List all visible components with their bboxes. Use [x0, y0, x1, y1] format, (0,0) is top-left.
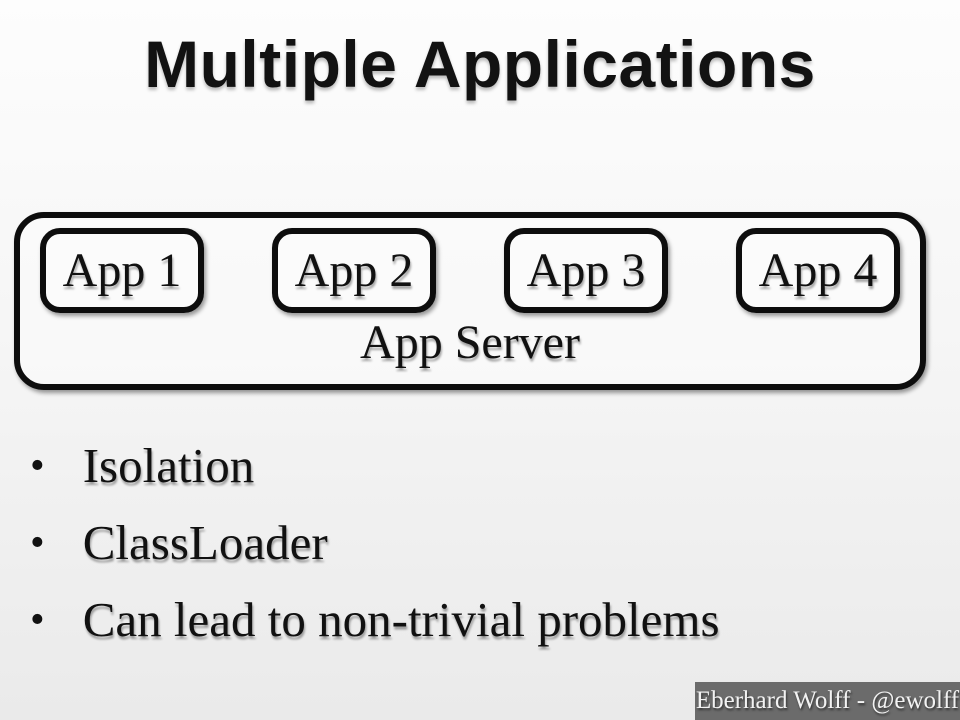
app-box-1: App 1	[40, 228, 204, 313]
app-row: App 1 App 2 App 3 App 4	[20, 218, 920, 313]
attribution-text: Eberhard Wolff - @ewolff	[695, 687, 960, 714]
bullet-dot-icon: •	[30, 519, 45, 566]
app-box-4-label: App 4	[758, 244, 878, 297]
app-server-box: App 1 App 2 App 3 App 4 App Server	[14, 212, 926, 390]
bullet-text: Isolation	[82, 438, 255, 493]
bullet-text: ClassLoader	[82, 515, 328, 570]
bullet-list: • Isolation • ClassLoader • Can lead to …	[30, 427, 720, 658]
bullet-item: • ClassLoader	[30, 504, 720, 581]
bullet-dot-icon: •	[30, 442, 45, 489]
slide-title: Multiple Applications	[144, 27, 816, 101]
app-server-label: App Server	[360, 316, 580, 369]
bullet-dot-icon: •	[30, 596, 45, 643]
bullet-item: • Isolation	[30, 427, 720, 504]
attribution-badge: Eberhard Wolff - @ewolff	[695, 682, 960, 720]
app-box-3: App 3	[504, 228, 668, 313]
app-box-2: App 2	[272, 228, 436, 313]
app-box-4: App 4	[736, 228, 900, 313]
app-box-2-label: App 2	[294, 244, 414, 297]
bullet-item: • Can lead to non-trivial problems	[30, 581, 720, 658]
bullet-text: Can lead to non-trivial problems	[82, 592, 720, 647]
app-box-3-label: App 3	[526, 244, 646, 297]
app-box-1-label: App 1	[62, 244, 182, 297]
